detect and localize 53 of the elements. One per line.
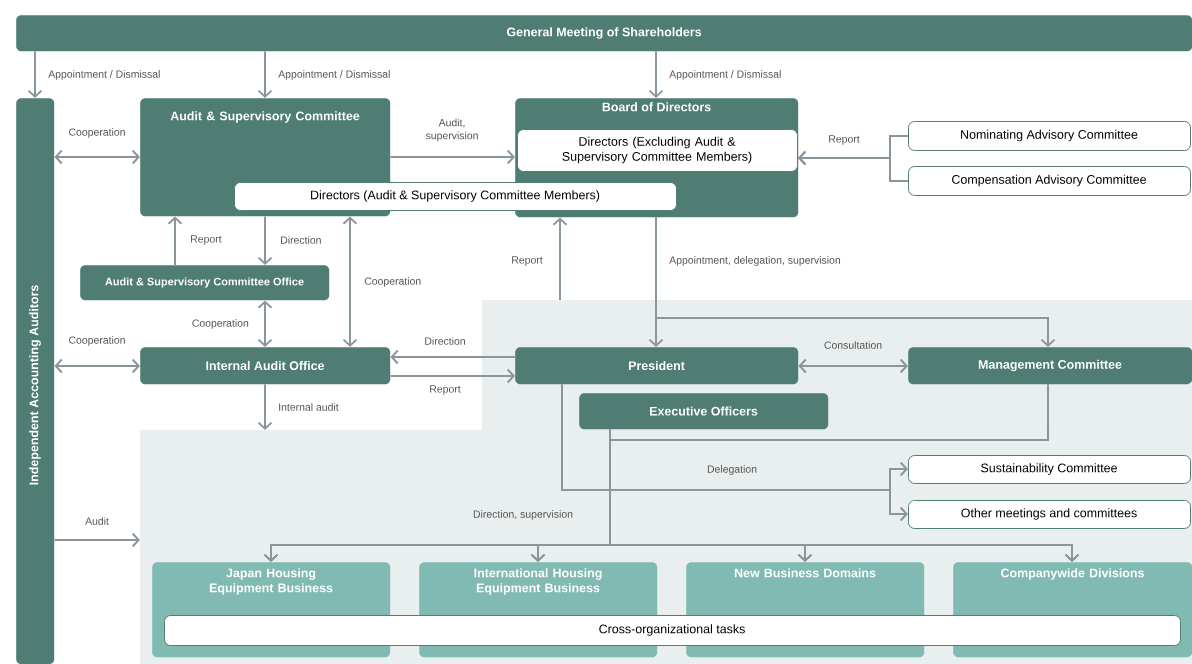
arrow bbox=[257, 300, 273, 347]
arrow bbox=[257, 383, 273, 430]
edge-label: Cooperation bbox=[69, 128, 125, 138]
edge-label: Appointment / Dismissal bbox=[669, 70, 781, 80]
committee-box: Sustainability Committee bbox=[908, 455, 1191, 484]
arrow bbox=[798, 150, 909, 182]
edge-label: Appointment / Dismissal bbox=[278, 70, 390, 80]
president-box: President bbox=[515, 347, 799, 385]
office-box: Internal Audit Office bbox=[140, 347, 391, 385]
vertical-bar: Independent Accounting Auditors bbox=[16, 98, 55, 664]
edge-label: Internal audit bbox=[279, 403, 339, 411]
edge-label: Appointment / Dismissal bbox=[48, 70, 160, 80]
edge-label: Direction bbox=[425, 337, 465, 345]
arrow bbox=[389, 368, 515, 384]
arrow bbox=[54, 149, 140, 165]
edge-label: Report bbox=[829, 135, 860, 145]
edge-label: Report bbox=[512, 256, 543, 266]
arrow bbox=[257, 50, 273, 98]
member-box: Directors (Audit & Supervisory Committee Members) bbox=[234, 182, 677, 211]
edge-label: Cooperation bbox=[69, 336, 125, 346]
arrow bbox=[53, 532, 140, 548]
header-bar: General Meeting of Shareholders bbox=[16, 15, 1192, 52]
arrow bbox=[561, 383, 908, 522]
committee-box: Management Committee bbox=[908, 347, 1192, 385]
edge-label: Audit, supervision bbox=[425, 118, 478, 142]
edge-label: Delegation bbox=[707, 465, 757, 475]
task-bar: Cross-organizational tasks bbox=[164, 615, 1181, 646]
member-box: Directors (Excluding Audit & Supervisory Committee Members) bbox=[517, 129, 798, 172]
edge-label: Direction bbox=[281, 236, 321, 244]
arrow bbox=[167, 216, 183, 266]
committee-box: Other meetings and committees bbox=[908, 500, 1191, 529]
arrow bbox=[798, 358, 908, 374]
committee-box: Nominating Advisory Committee bbox=[908, 121, 1191, 151]
edge-label: Appointment, delegation, supervision bbox=[669, 256, 841, 266]
edge-label: Direction, supervision bbox=[473, 510, 573, 520]
officers-box: Executive Officers bbox=[579, 393, 829, 430]
edge-label: Report bbox=[191, 235, 222, 245]
edge-label: Report bbox=[430, 385, 461, 395]
committee-box: Compensation Advisory Committee bbox=[908, 166, 1191, 196]
edge-label: Consultation bbox=[824, 341, 882, 349]
arrow bbox=[390, 349, 516, 365]
arrow bbox=[389, 149, 515, 165]
arrow bbox=[342, 216, 358, 347]
arrow bbox=[54, 358, 140, 374]
arrow bbox=[27, 50, 43, 98]
edge-label: Cooperation bbox=[192, 319, 249, 329]
edge-label: Audit bbox=[85, 517, 109, 525]
arrow bbox=[648, 50, 664, 98]
arrow bbox=[655, 216, 1056, 347]
edge-label: Cooperation bbox=[364, 277, 421, 287]
arrow bbox=[552, 217, 568, 301]
arrow bbox=[257, 215, 273, 265]
office-box: Audit & Supervisory Committee Office bbox=[80, 265, 330, 301]
